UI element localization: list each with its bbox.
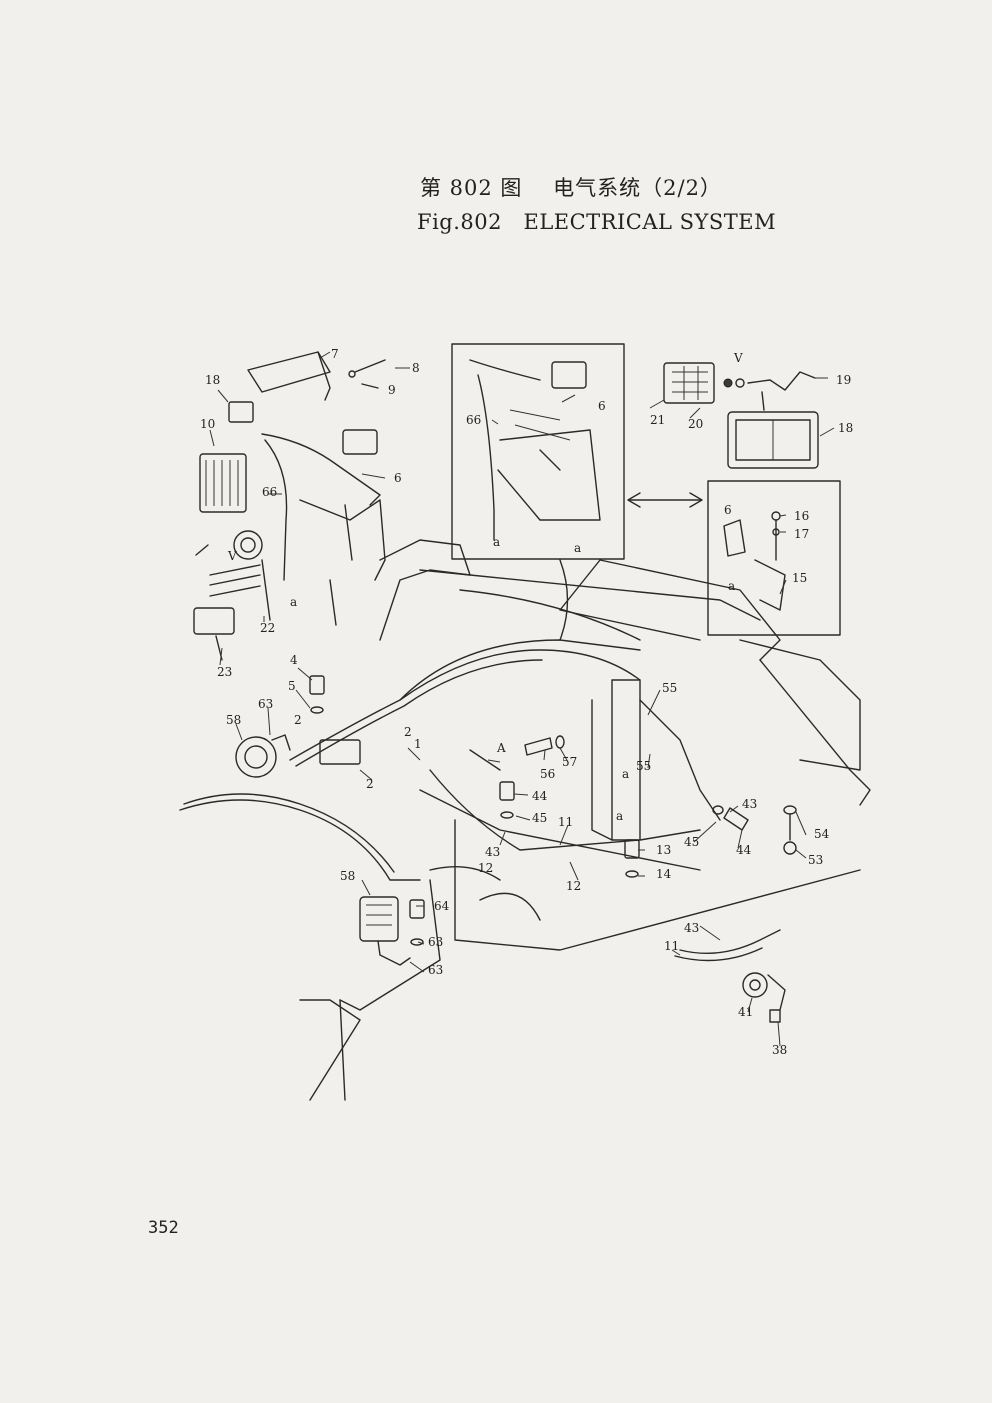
callout-label: 56 [540, 767, 555, 781]
bolt-53-54 [783, 805, 797, 855]
callout-label: 55 [662, 681, 677, 695]
callout-label: a [493, 535, 500, 549]
callout-label: 17 [794, 527, 809, 541]
callout-label: 45 [684, 835, 699, 849]
callout-label: 23 [217, 665, 232, 679]
callout-label: a [574, 541, 581, 555]
work-light-bracket-assembly [193, 351, 386, 635]
lamp-and-mirror-parts [663, 362, 819, 469]
callout-label: 58 [340, 869, 355, 883]
callout-label: 21 [650, 413, 665, 427]
callout-label: 66 [262, 485, 277, 499]
callout-label: 13 [656, 843, 671, 857]
callout-label: 41 [738, 1005, 753, 1019]
callout-label: 11 [558, 815, 573, 829]
callout-label: 44 [532, 789, 548, 803]
callout-label: 12 [566, 879, 581, 893]
callout-label: 1 [414, 737, 422, 751]
callout-labels: 7 8 9 18 10 6 66 22 23 4 5 2 63 58 1 2 2… [200, 347, 853, 1057]
callout-label: 54 [814, 827, 830, 841]
callout-label: 57 [562, 755, 577, 769]
callout-label: 5 [288, 679, 296, 693]
callout-label: 55 [636, 759, 651, 773]
callout-label: a [290, 595, 297, 609]
callout-label: 45 [532, 811, 547, 825]
callout-label: 20 [688, 417, 703, 431]
callout-label: a [728, 579, 735, 593]
wiring-harness [179, 559, 721, 881]
callout-label: 6 [724, 503, 732, 517]
callout-label: 12 [478, 861, 493, 875]
callout-label: a [622, 767, 629, 781]
callout-label: 64 [434, 899, 450, 913]
figure-title-en: Fig.802 ELECTRICAL SYSTEM [417, 210, 777, 234]
callout-label: 22 [260, 621, 275, 635]
work-light-inset-box [451, 343, 625, 560]
callout-label: 18 [838, 421, 853, 435]
callout-label: 19 [836, 373, 851, 387]
callout-label: 6 [394, 471, 402, 485]
callout-label: 66 [466, 413, 481, 427]
callout-label: 11 [664, 939, 679, 953]
callout-label: 6 [598, 399, 606, 413]
callout-label: 7 [331, 347, 339, 361]
callout-label: 4 [290, 653, 298, 667]
callout-label: 8 [412, 361, 420, 375]
callout-label: 2 [294, 713, 302, 727]
callout-label: V [227, 549, 237, 563]
callout-label: 2 [404, 725, 412, 739]
page-number: 352 [148, 1218, 179, 1238]
callout-label: 53 [808, 853, 823, 867]
callout-label: A [496, 741, 506, 755]
callout-label: a [616, 809, 623, 823]
bolt-44-45-left [499, 781, 515, 819]
callout-label: 9 [388, 383, 396, 397]
callout-label: 63 [258, 697, 273, 711]
leader-lines [209, 351, 835, 1047]
callout-label: V [733, 351, 743, 365]
callout-label: 2 [366, 777, 374, 791]
figure-title-cn: 第 802 图 电气系统（2/2） [420, 176, 722, 200]
callout-label: 10 [200, 417, 215, 431]
horn-58 [235, 734, 291, 778]
relay-2 [319, 739, 361, 765]
callout-label: 38 [772, 1043, 787, 1057]
callout-label: 18 [205, 373, 220, 387]
reference-arrow [627, 492, 703, 508]
callout-label: 44 [736, 843, 752, 857]
callout-label: 58 [226, 713, 241, 727]
callout-label: 43 [485, 845, 500, 859]
callout-label: 63 [428, 963, 443, 977]
work-light-58-lower [359, 896, 425, 966]
switch-assembly-41-38 [674, 929, 786, 1023]
callout-label: 43 [742, 797, 757, 811]
callout-label: 16 [794, 509, 809, 523]
bolt-4-5 [309, 675, 325, 714]
callout-label: 14 [656, 867, 672, 881]
callout-label: 63 [428, 935, 443, 949]
bolt-13-14 [624, 839, 640, 878]
machine-body-outline [299, 539, 871, 1101]
callout-label: 43 [684, 921, 699, 935]
callout-label: 15 [792, 571, 807, 585]
